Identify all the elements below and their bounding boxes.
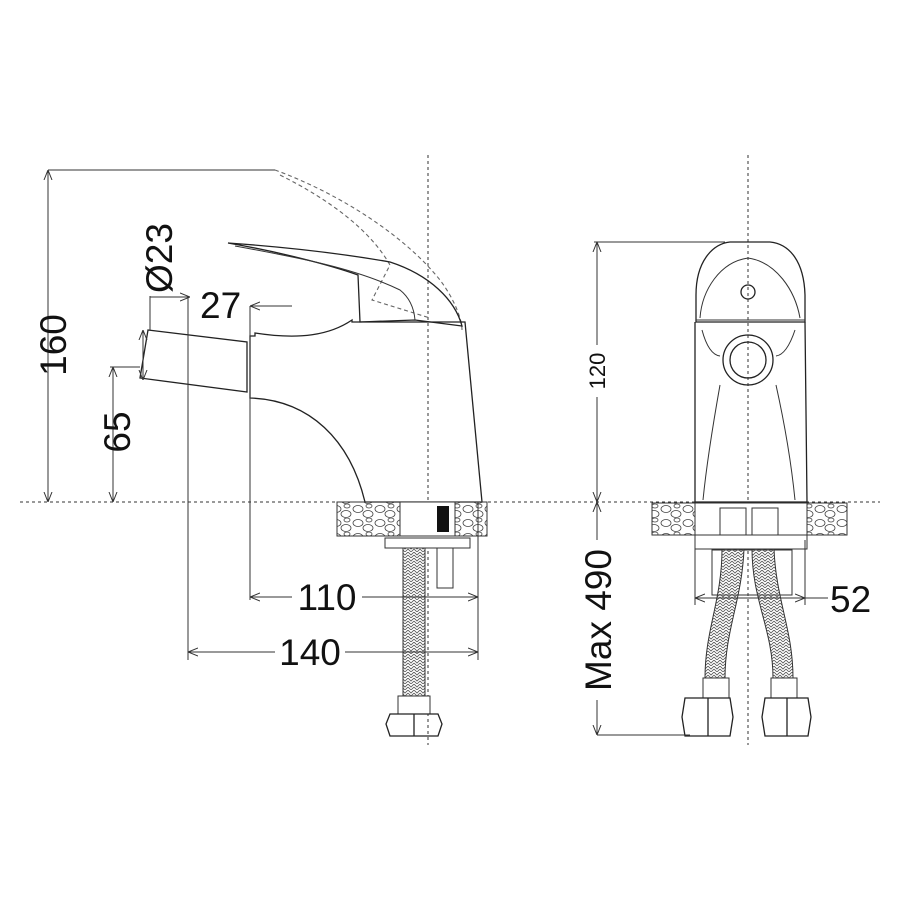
hose-left — [704, 548, 745, 679]
aerator-outer — [722, 334, 774, 386]
front-body — [694, 321, 808, 503]
side-view — [139, 169, 488, 737]
hose-nut — [385, 713, 443, 737]
hose-right — [751, 548, 794, 679]
lever-edge — [234, 245, 416, 321]
nut-right — [761, 697, 812, 737]
side-dimensions: 160 65 Ø23 27 110 140 — [33, 169, 479, 673]
faucet-lever — [227, 242, 463, 327]
dim-hose-length-max-490: Max 490 — [578, 549, 619, 691]
threaded-rod — [436, 547, 454, 589]
front-view — [651, 241, 848, 737]
aerator-inner — [729, 341, 767, 379]
supply-hose — [402, 547, 426, 697]
lever-raised-outline — [274, 169, 463, 331]
dim-spout-diameter: Ø23 — [139, 223, 180, 293]
dim-depth-110: 110 — [298, 577, 357, 618]
lever-screw — [740, 284, 756, 300]
lever-raised-inner — [279, 174, 431, 319]
spout — [139, 329, 248, 393]
front-dimensions: 120 Max 490 52 — [578, 241, 871, 736]
faucet-body — [249, 318, 483, 503]
dim-height-160: 160 — [33, 314, 74, 376]
dim-spout-height-65: 65 — [97, 411, 138, 452]
front-lever-cap — [695, 241, 806, 323]
mount-stud — [437, 506, 449, 532]
dim-spout-length-27: 27 — [200, 285, 241, 326]
dim-hose-spacing-52: 52 — [830, 579, 871, 620]
nut-left — [681, 697, 734, 737]
dim-front-height-120: 120 — [585, 353, 610, 390]
cap-inner-curve — [699, 257, 801, 319]
mounting-plate — [384, 537, 471, 549]
hose-ferrule — [397, 695, 431, 715]
body-taper — [702, 384, 796, 501]
body-shoulder — [701, 329, 796, 357]
dim-depth-140: 140 — [279, 632, 341, 673]
